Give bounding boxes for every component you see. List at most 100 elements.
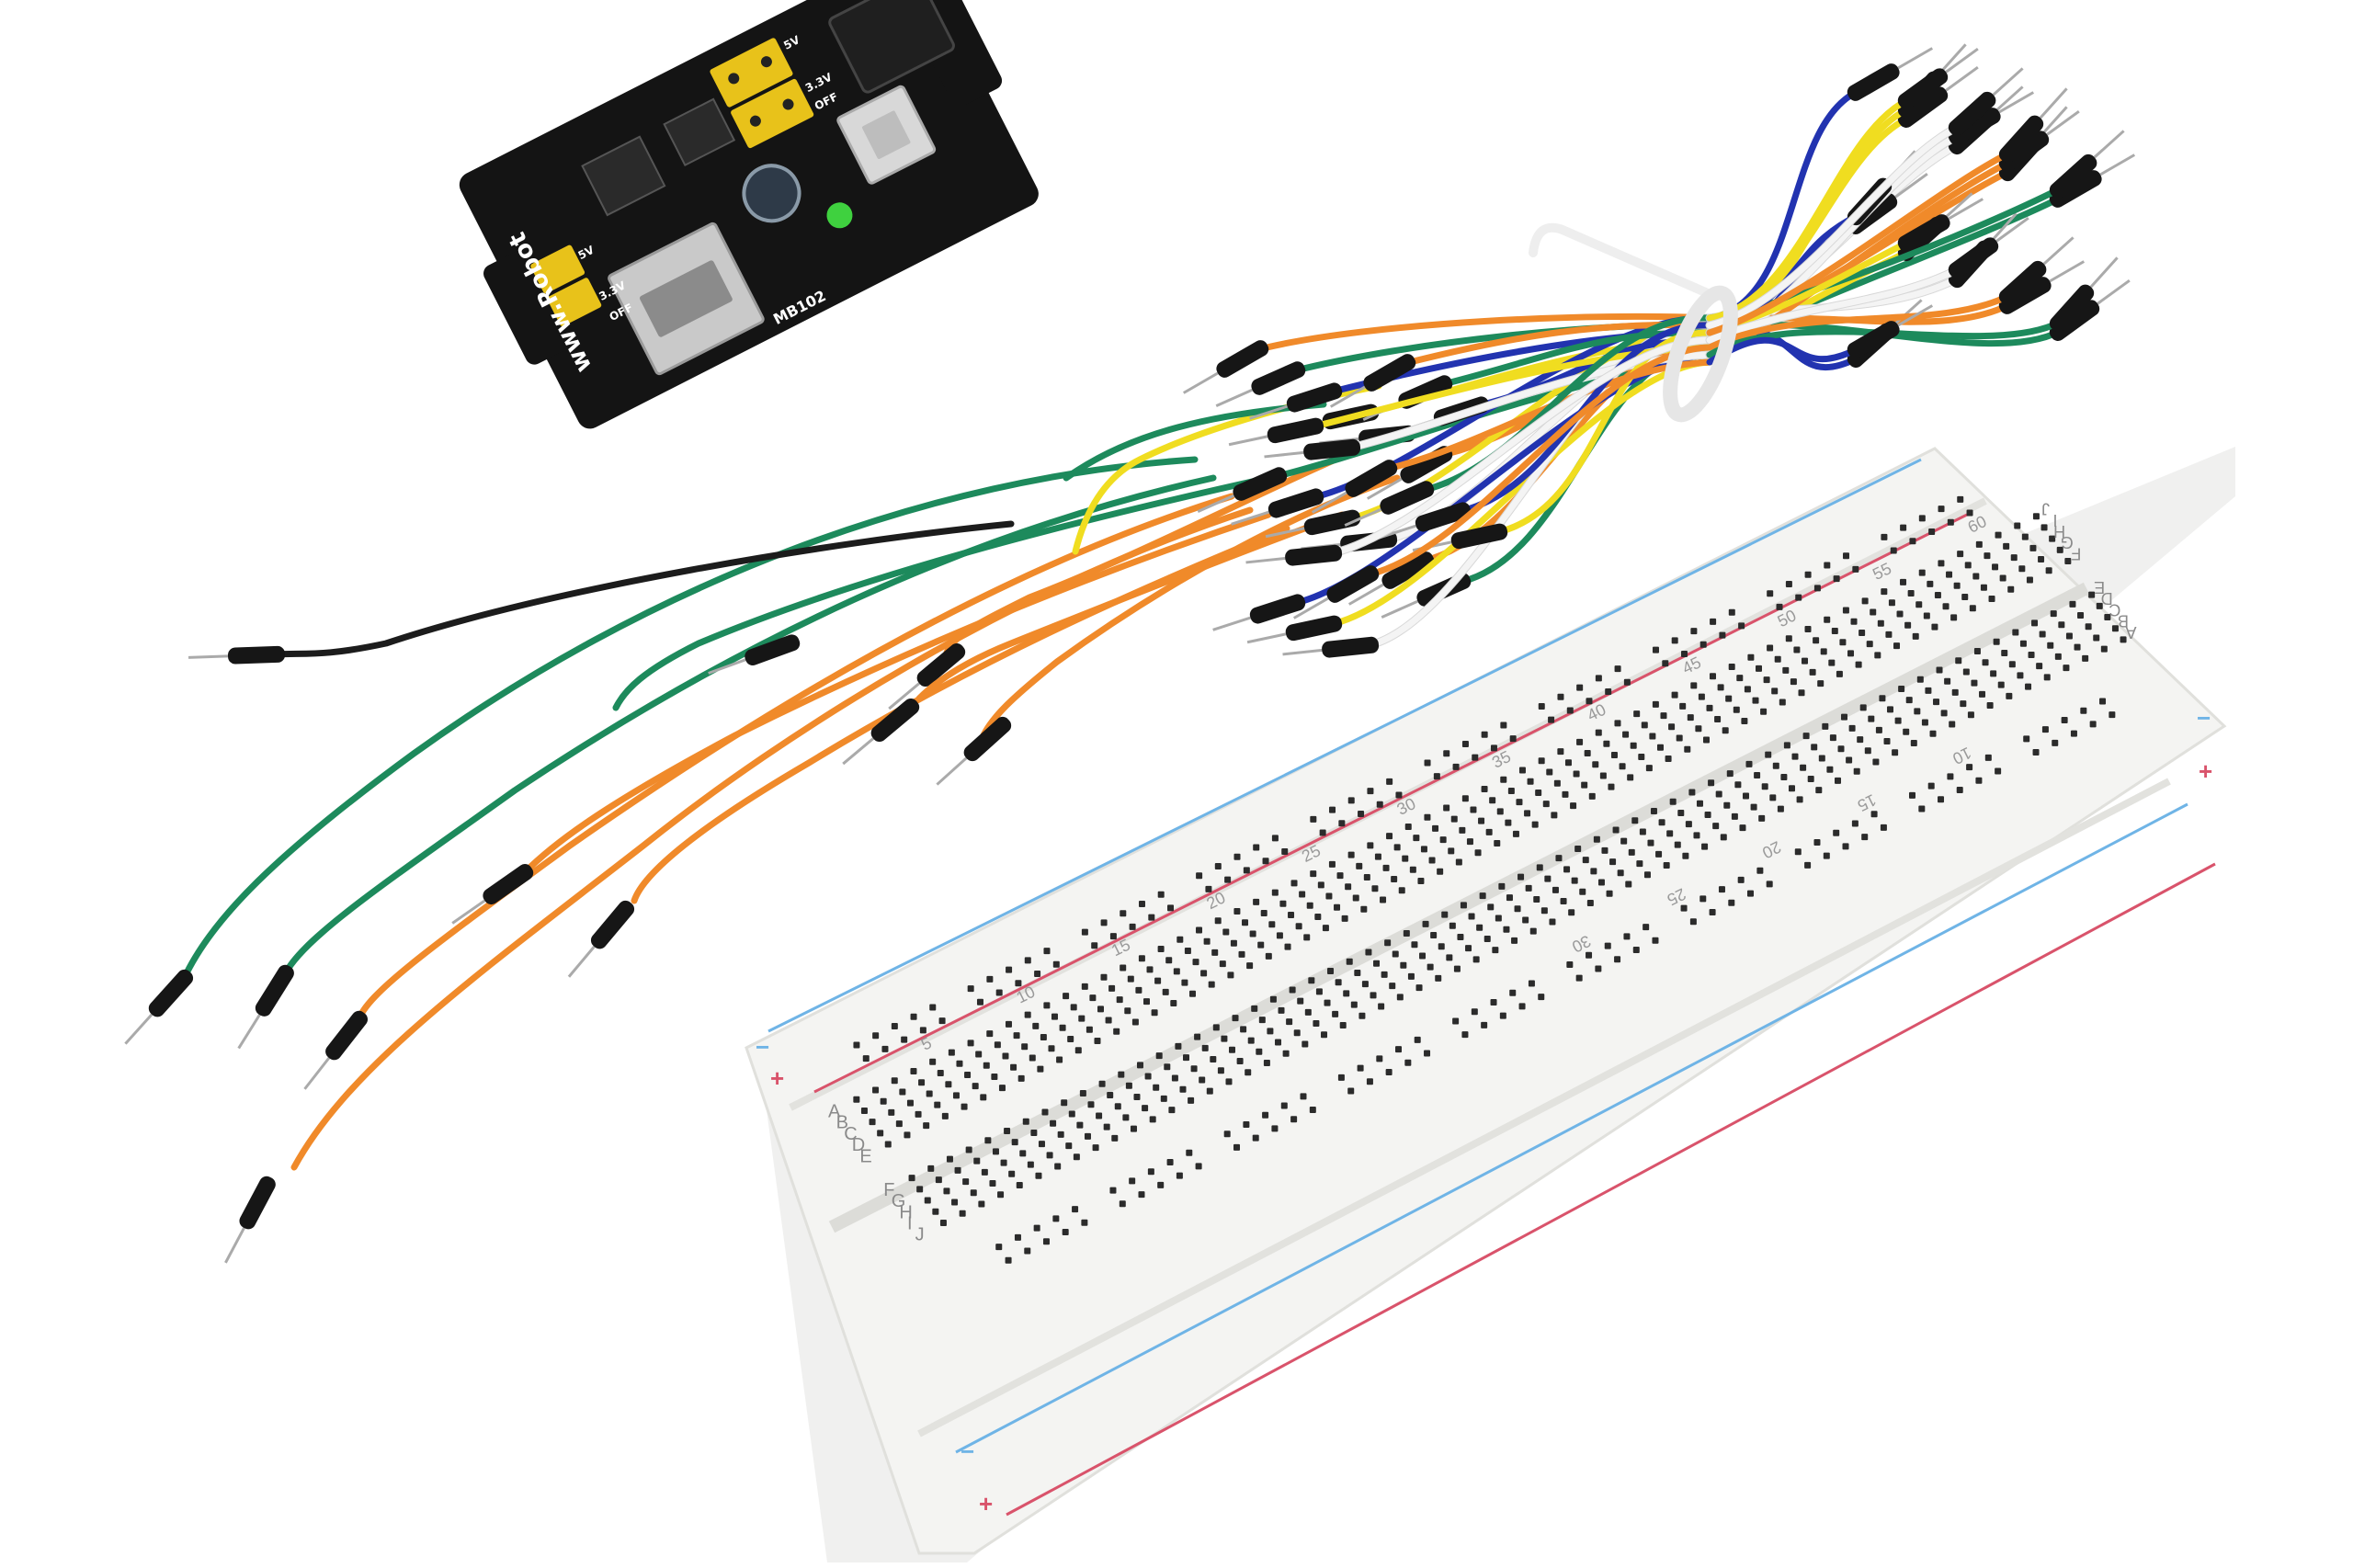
breadboard-hole — [1610, 752, 1618, 759]
row-letter-far: C — [2109, 600, 2120, 619]
breadboard-hole — [1936, 666, 1943, 674]
breadboard-hole — [1533, 896, 1540, 903]
rail-hole — [1728, 899, 1735, 906]
rail-hole — [1006, 966, 1013, 973]
breadboard-hole — [1008, 1170, 1016, 1177]
rail-minus-sign-far: − — [2197, 704, 2211, 732]
breadboard-hole — [1643, 871, 1651, 879]
breadboard-hole — [1798, 689, 1805, 697]
rail-plus-sign-top: + — [770, 1064, 784, 1092]
breadboard-hole — [1027, 1161, 1034, 1168]
rail-hole — [1746, 890, 1754, 897]
breadboard-hole — [1885, 631, 1893, 638]
breadboard-hole — [1365, 949, 1372, 956]
breadboard-hole — [1842, 607, 1849, 614]
breadboard-hole — [2001, 649, 2008, 656]
breadboard-hole — [1807, 775, 1814, 782]
breadboard-hole — [1529, 927, 1537, 935]
rail-hole — [1690, 628, 1698, 635]
rail-hole — [1223, 1131, 1231, 1138]
header-yellow-left — [530, 244, 602, 326]
breadboard-hole — [1677, 809, 1685, 816]
breadboard-hole — [1706, 704, 1713, 711]
breadboard-hole — [1631, 817, 1639, 824]
rail-hole — [1767, 590, 1774, 597]
breadboard-hole — [1170, 1000, 1177, 1007]
rail-hole — [1081, 928, 1088, 936]
rail-hole — [1738, 622, 1745, 630]
breadboard-hole — [1817, 680, 1824, 687]
breadboard-hole — [1734, 781, 1742, 789]
rail-hole — [1281, 847, 1289, 855]
breadboard-hole — [1487, 903, 1495, 911]
wire-pin-housing — [1246, 615, 1343, 644]
wire-pin-housing — [1847, 47, 1934, 101]
breadboard-hole — [1828, 659, 1836, 666]
breadboard-hole — [1853, 767, 1860, 775]
breadboard-hole — [1107, 1092, 1114, 1099]
breadboard-hole — [1767, 644, 1774, 652]
breadboard-hole — [1925, 687, 1932, 694]
breadboard-hole — [1233, 908, 1241, 915]
rail-hole — [1461, 1031, 1469, 1039]
breadboard-hole — [1961, 593, 1969, 600]
breadboard-hole — [1754, 772, 1761, 779]
breadboard-hole — [1354, 969, 1361, 976]
rail-hole — [1490, 744, 1497, 752]
breadboard-hole — [1942, 603, 1949, 610]
breadboard-hole — [910, 1068, 917, 1075]
rail-hole — [1033, 1224, 1040, 1232]
breadboard-hole — [1236, 1057, 1244, 1064]
wire-pin-housing — [1378, 502, 1472, 540]
rail-hole — [1424, 759, 1431, 767]
breadboard-hole — [1859, 629, 1866, 636]
rail-hole — [1604, 942, 1611, 949]
breadboard-hole — [1855, 661, 1862, 668]
breadboard-hole — [1358, 1012, 1366, 1019]
breadboard-hole — [1114, 1103, 1121, 1110]
breadboard-hole — [1210, 1056, 1217, 1063]
breadboard-hole — [1507, 787, 1515, 794]
breadboard-hole — [1105, 1017, 1112, 1024]
breadboard-hole — [1446, 954, 1453, 961]
breadboard-hole — [1512, 830, 1519, 837]
breadboard-hole — [1614, 720, 1621, 727]
breadboard-hole — [2074, 643, 2081, 651]
breadboard-hole — [2028, 651, 2035, 658]
breadboard-hole — [1687, 714, 1694, 722]
breadboard-hole — [994, 1041, 1001, 1049]
breadboard-hole — [1864, 747, 1871, 755]
rail-hole — [1091, 942, 1098, 949]
breadboard-hole — [1923, 612, 1930, 619]
breadboard-hole — [2100, 645, 2108, 653]
breadboard-hole — [1059, 1024, 1066, 1031]
breadboard-hole — [1990, 670, 1997, 677]
breadboard-hole — [1498, 882, 1506, 890]
breadboard-hole — [1420, 846, 1427, 853]
rail-hole — [1481, 1021, 1488, 1028]
breadboard-hole — [1219, 960, 1226, 968]
breadboard-hole — [1404, 823, 1412, 830]
rail-hole — [1014, 1233, 1021, 1241]
rail-hole — [1614, 665, 1621, 673]
rail-hole — [1395, 791, 1403, 799]
breadboard-hole — [1040, 1034, 1047, 1041]
breadboard-hole — [1638, 753, 1645, 760]
breadboard-hole — [1500, 776, 1507, 783]
breadboard-hole — [2003, 542, 2010, 550]
wire-pin-housing — [1264, 438, 1361, 460]
breadboard-hole — [1200, 970, 1208, 977]
breadboard-hole — [1043, 1002, 1051, 1009]
breadboard-hole — [2049, 535, 2056, 542]
power-supply-module: www.Robot MB102 5V 3.3V OFF 5V 3.3V OFF — [459, 0, 1039, 429]
breadboard-hole — [1142, 998, 1150, 1006]
breadboard: 510152025303540455055601015202530ABCDEFG… — [745, 447, 2235, 1562]
breadboard-hole — [1546, 768, 1553, 776]
breadboard-hole — [1593, 835, 1600, 843]
jumper-wire — [1366, 344, 1713, 578]
breadboard-hole — [1931, 623, 1938, 631]
wire-pin-housing — [2049, 130, 2125, 199]
breadboard-hole — [1639, 828, 1646, 835]
breadboard-hole — [1964, 562, 1972, 569]
rail-hole — [1366, 1078, 1373, 1085]
